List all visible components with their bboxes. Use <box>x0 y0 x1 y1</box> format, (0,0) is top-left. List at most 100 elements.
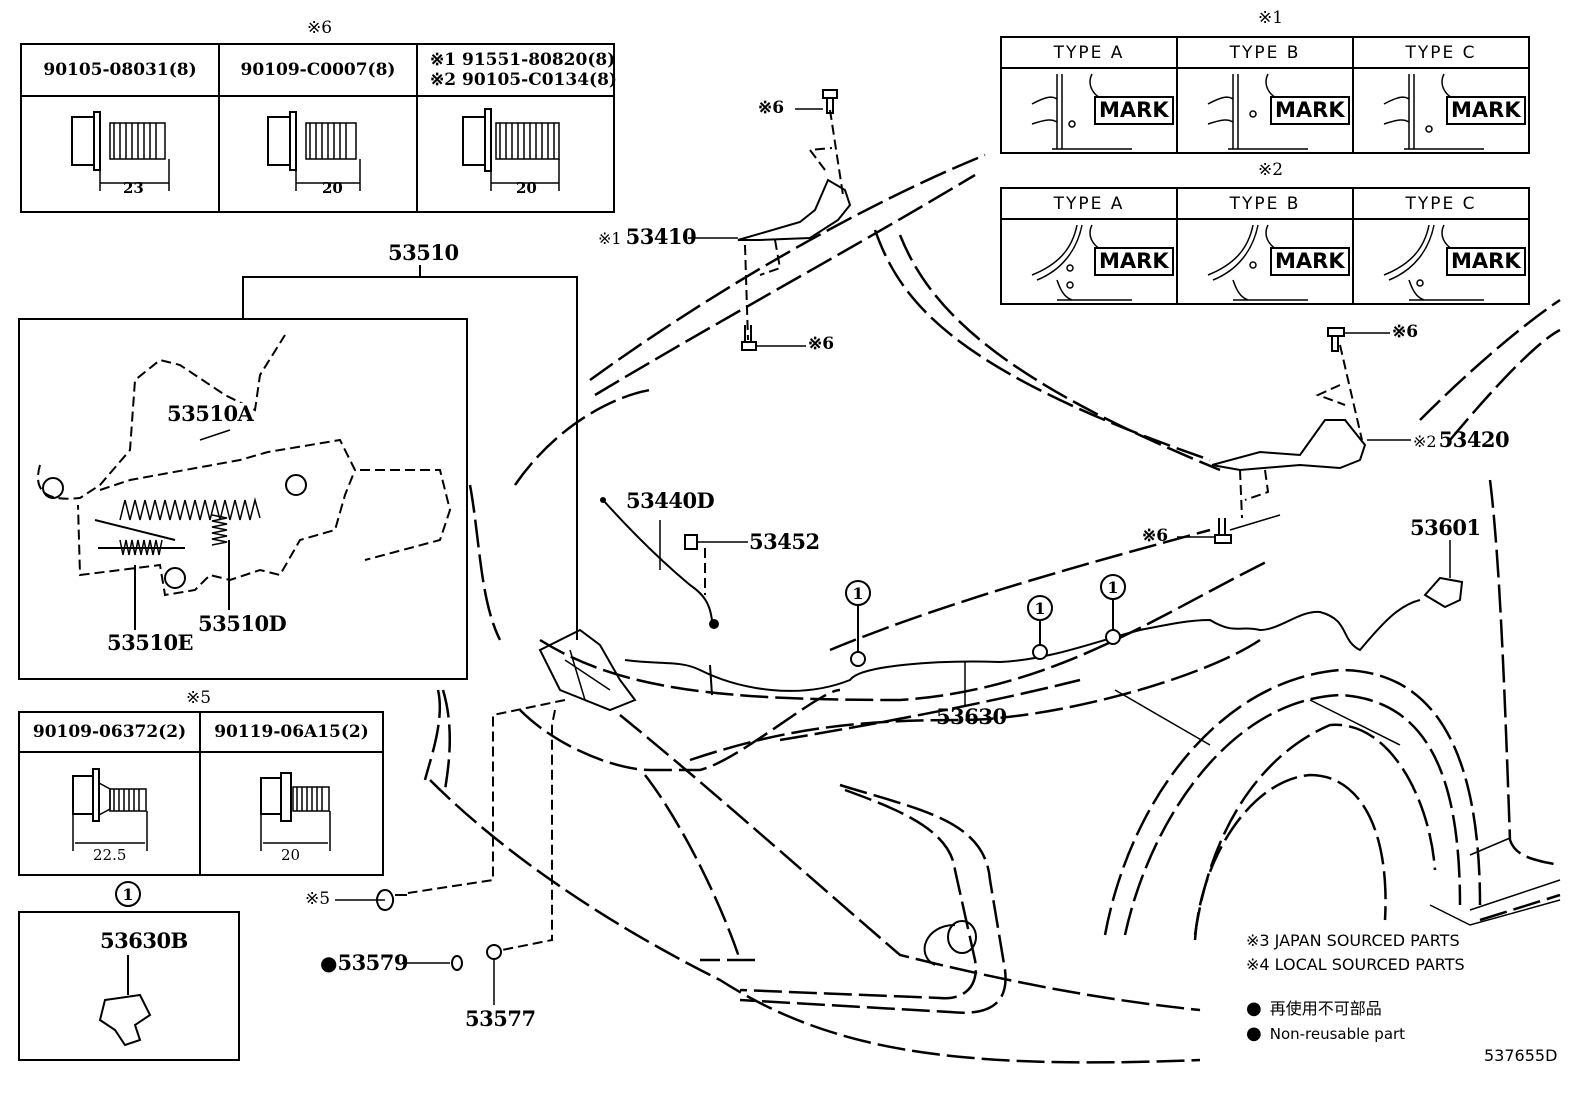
release-cable <box>624 599 1421 692</box>
clip-part[interactable]: 53630B <box>100 928 188 953</box>
bolt-length: 20 <box>281 846 301 864</box>
support-rod-part[interactable]: 53440D <box>626 488 715 513</box>
clip-point <box>1032 644 1048 660</box>
a-pillar-line <box>1449 328 1561 441</box>
bolt-icon <box>822 89 838 114</box>
bolt-cell: 20 <box>201 753 382 874</box>
hinge-bolt-leader <box>1315 384 1346 406</box>
spring-e <box>119 539 163 556</box>
hinge-icon <box>1031 73 1132 150</box>
hinge-icon <box>1383 224 1484 301</box>
bolt-table-6-part[interactable]: 90109-C0007(8) <box>220 45 418 97</box>
bumper-upper <box>619 714 1201 1012</box>
grommet-part[interactable]: 53579 <box>337 950 409 975</box>
bolt-cell: 20 <box>418 97 613 211</box>
type-header: TYPE A <box>1002 189 1178 220</box>
hinge-table-2-note: ※2 <box>1258 160 1284 180</box>
lock-inset-drawing <box>94 519 176 541</box>
mark-label: MARK <box>1094 96 1174 125</box>
hood-crease <box>829 528 1211 652</box>
bolt-icon <box>260 772 331 851</box>
mark-label: MARK <box>1270 247 1350 276</box>
clip-icon <box>98 993 152 1047</box>
type-header: TYPE B <box>1178 38 1354 69</box>
hinge-right-callout: ※2 53420 <box>1413 427 1510 452</box>
bolt-table-5-part[interactable]: 90119-06A15(2) <box>201 713 382 753</box>
mark-label: MARK <box>1446 247 1526 276</box>
bolt-table-6-part[interactable]: 90105-08031(8) <box>22 45 220 97</box>
hinge-mark-cell: MARK <box>1002 220 1178 303</box>
clip-point <box>1105 629 1121 645</box>
hinge-mark-table-2: TYPE A TYPE B TYPE C MARK MARK MARK <box>1000 187 1530 305</box>
bolt-icon <box>462 108 560 191</box>
fog-lamp-bezel <box>739 783 1007 1014</box>
bolt-icon <box>1327 327 1345 352</box>
cable-part[interactable]: 53630 <box>936 704 1007 729</box>
hood-lock <box>538 628 637 712</box>
rod-clip-part[interactable]: 53452 <box>749 529 820 554</box>
lock-sub-part-d[interactable]: 53510D <box>198 611 287 636</box>
fender-line <box>1114 689 1211 746</box>
cushion-part[interactable]: 53577 <box>465 1006 536 1031</box>
bolt-icon <box>376 889 407 911</box>
hinge-bolt-leader <box>1339 344 1363 441</box>
clip-ref-badge: 1 <box>115 881 141 907</box>
lock-sub-part-e[interactable]: 53510E <box>107 630 194 655</box>
bolt-ref-label: ※6 <box>808 334 835 354</box>
grommet-icon <box>451 955 463 971</box>
hinge-bolt-leader <box>808 147 833 171</box>
bolt-icon <box>1214 518 1232 544</box>
bolt-ref-label: ※6 <box>1392 322 1419 342</box>
hood-lock <box>564 649 611 701</box>
hinge-bolt-leader <box>1244 469 1270 501</box>
lock-inset-box <box>18 318 468 680</box>
lock-assembly-part[interactable]: 53510 <box>388 240 459 265</box>
bolt-icon <box>267 111 361 191</box>
bolt5-ref-label: ※5 <box>305 889 331 909</box>
legend-non-reusable-jp-text: 再使用不可部品 <box>1269 999 1382 1018</box>
mark-label: MARK <box>1270 96 1350 125</box>
body-side <box>1488 479 1561 867</box>
wheel-arch <box>1193 723 1437 936</box>
hood-hinge-left <box>737 178 852 241</box>
bolt-icon <box>72 768 148 851</box>
support-rod <box>602 499 713 621</box>
rocker-line <box>1479 893 1561 922</box>
bolt-table-6-part-line: ※1 91551-80820(8) <box>430 49 616 70</box>
hinge-left-part[interactable]: 53410 <box>625 224 697 249</box>
bolt-cell: 23 <box>22 97 220 211</box>
bolt-table-6-part-line: ※2 90105-C0134(8) <box>430 69 617 90</box>
hinge-icon <box>1383 73 1484 150</box>
bolt-table-5-part[interactable]: 90109-06372(2) <box>20 713 201 753</box>
clip-point <box>850 651 866 667</box>
bolt-table-6-note: ※6 <box>307 18 333 38</box>
non-reusable-bullet: ● <box>1246 1023 1262 1044</box>
lock-sub-part-a[interactable]: 53510A <box>167 401 254 426</box>
grille-line <box>519 688 841 772</box>
rocker-line <box>1469 879 1561 911</box>
bolt-ref-label: ※6 <box>1142 526 1169 546</box>
hinge-mark-table-1: TYPE A TYPE B TYPE C MARK MARK MARK <box>1000 36 1530 154</box>
bolt-table-6-part[interactable]: ※1 91551-80820(8) ※2 90105-C0134(8) <box>418 45 617 97</box>
hood-edge-line <box>594 173 976 397</box>
bolt-cell: 20 <box>220 97 418 211</box>
hood-crease <box>779 678 1081 742</box>
release-lever-part[interactable]: 53601 <box>1410 515 1481 540</box>
cable-stand <box>709 664 713 696</box>
release-lever <box>1423 576 1464 609</box>
legend-non-reusable-jp: ● 再使用不可部品 <box>1246 1000 1382 1018</box>
lock-inset-hole <box>42 477 64 499</box>
clip-ref-badge: 1 <box>1027 595 1053 621</box>
lock-inset-hole <box>164 567 186 589</box>
bolt-length: 22.5 <box>93 846 127 864</box>
bolt-icon <box>71 111 170 191</box>
rod-end <box>600 497 606 503</box>
type-header: TYPE A <box>1002 38 1178 69</box>
rod-clip <box>684 534 698 550</box>
grille-lower <box>644 774 742 961</box>
legend-non-reusable-en: ● Non-reusable part <box>1246 1025 1405 1043</box>
hinge-right-part[interactable]: 53420 <box>1438 427 1510 452</box>
lock-inset-drawing <box>77 438 357 597</box>
hinge-table-1-note: ※1 <box>1258 8 1284 28</box>
